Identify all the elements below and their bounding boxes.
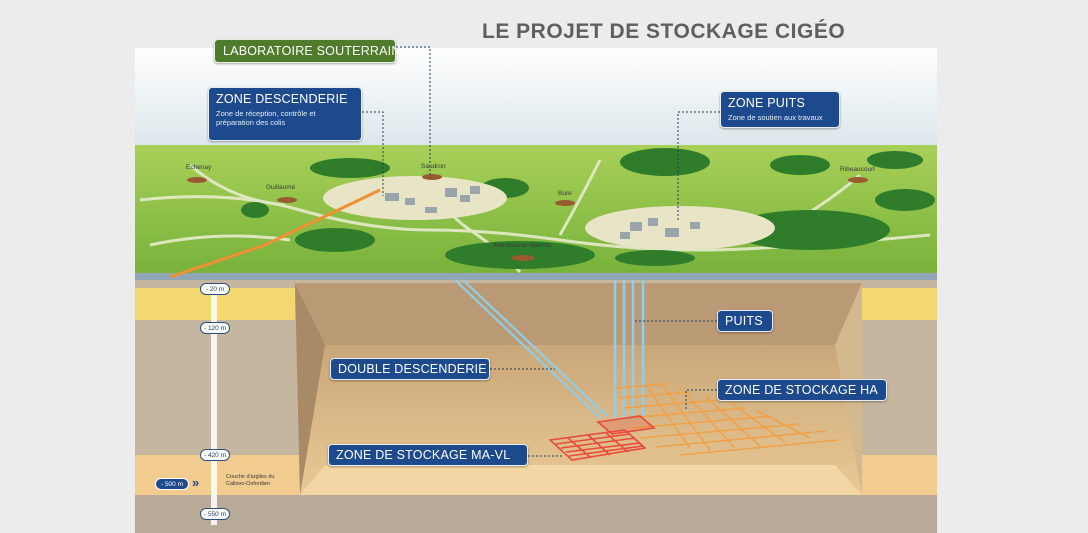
yellow-layer-right	[862, 288, 937, 320]
town-label-mandres-en-barrois: Mandres-en-Barrois	[494, 242, 552, 249]
cutaway-back-wall	[295, 283, 862, 345]
label-double-descenderie-text: DOUBLE DESCENDERIE	[338, 362, 487, 376]
access-railway	[169, 188, 381, 279]
label-zone-puits: ZONE PUITS Zone de soutien aux travaux	[720, 91, 840, 128]
label-zone-stockage-mavl-text: ZONE DE STOCKAGE MA-VL	[336, 448, 511, 462]
label-zone-descenderie-title: ZONE DESCENDERIE	[216, 92, 348, 106]
ha-storage-grid	[615, 381, 839, 456]
forests	[241, 148, 935, 269]
town-label-ribeaucourt: Ribeaucourt	[840, 166, 876, 173]
depth-marker-20m: - 20 m	[200, 283, 230, 295]
mavl-storage-grid	[548, 415, 656, 461]
depth-marker-120m: - 120 m	[200, 322, 230, 334]
depth-scale-bar	[211, 285, 217, 525]
label-laboratoire-souterrain: LABORATOIRE SOUTERRAIN	[214, 39, 401, 63]
double-descenderie-ramps	[454, 279, 608, 419]
label-zone-puits-subtitle: Zone de soutien aux travaux	[728, 113, 823, 122]
page-title: LE PROJET DE STOCKAGE CIGÉO	[482, 20, 846, 43]
town-label-guillaume: Guillaumé	[266, 184, 296, 191]
cutaway-floor-light	[300, 465, 862, 495]
layer-depth-badge: - 500 m	[155, 478, 189, 490]
town-label-echenay: Echenay	[186, 164, 212, 171]
label-puits-text: PUITS	[725, 314, 763, 328]
label-zone-stockage-ha: ZONE DE STOCKAGE HA	[717, 379, 887, 401]
puits-site	[585, 206, 775, 250]
label-zone-descenderie: ZONE DESCENDERIE Zone de réception, cont…	[208, 87, 362, 141]
town-markers	[187, 174, 868, 261]
label-zone-puits-title: ZONE PUITS	[728, 96, 806, 110]
deep-layer	[135, 495, 937, 533]
buildings	[385, 186, 700, 239]
layer-depth-badge-text: - 500 m	[160, 481, 184, 488]
depth-marker-420m: - 420 m	[200, 449, 230, 461]
depth-marker-550m: - 550 m	[200, 508, 230, 520]
town-label-bure: Bure	[558, 190, 572, 197]
surface-edge	[135, 273, 937, 280]
label-zone-descenderie-subtitle: Zone de réception, contrôle et préparati…	[216, 109, 316, 127]
label-zone-stockage-ha-text: ZONE DE STOCKAGE HA	[725, 383, 878, 397]
label-double-descenderie: DOUBLE DESCENDERIE	[330, 358, 490, 380]
layer-caption: Couche d'argiles du Callovo-Oxfordien	[226, 474, 275, 487]
layer-chevrons: »	[192, 475, 200, 490]
label-zone-stockage-mavl: ZONE DE STOCKAGE MA-VL	[328, 444, 528, 466]
label-puits: PUITS	[717, 310, 773, 332]
leader-lines	[362, 46, 720, 457]
clay-layer-right	[862, 455, 937, 495]
town-label-saudron: Saudron	[421, 163, 446, 170]
label-laboratoire-text: LABORATOIRE SOUTERRAIN	[223, 44, 401, 58]
